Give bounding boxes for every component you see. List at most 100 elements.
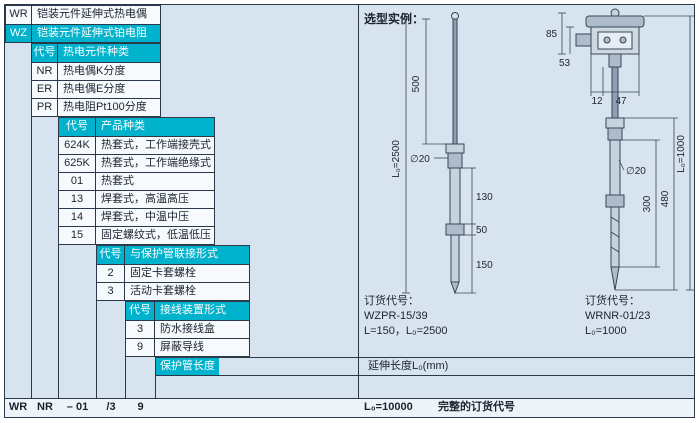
table-row: 9 屏蔽导线: [126, 338, 249, 356]
code-cell-wz: WZ: [6, 25, 32, 42]
dim-label-300: 300: [642, 195, 653, 212]
probe-drawing-left: [445, 12, 465, 295]
section-header-label: 热电元件种类: [58, 44, 160, 62]
dimension-lines-right: [558, 12, 694, 291]
connector-line: [96, 301, 97, 417]
table-row-highlighted: WZ 铠装元件延伸式铂电阻: [6, 24, 160, 42]
desc-cell: 屏蔽导线: [160, 341, 204, 353]
dim-label-130: 130: [476, 192, 493, 203]
code-cell-wr: WR: [6, 6, 32, 24]
dim-label-l0-2500: L₀=2500: [391, 140, 402, 178]
assembled-length: L₀=10000: [364, 401, 413, 413]
section-header-label: 接线装置形式: [155, 302, 249, 320]
section-header-code: 代号: [97, 246, 125, 264]
connector-line: [58, 245, 59, 417]
assembled-seg-sensor: NR: [37, 401, 53, 413]
family-section: WR 铠装元件延伸式热电偶 WZ 铠装元件延伸式铂电阻: [5, 5, 161, 43]
code-cell: 01: [59, 173, 96, 190]
example-drawings: 500 L₀=2500 ∅20 130 50 150: [391, 8, 694, 295]
dim-label-150: 150: [476, 260, 493, 271]
order-detail: L₀=1000: [585, 325, 627, 337]
dim-label-85: 85: [546, 29, 558, 40]
table-row: 15 固定螺纹式，低温低压: [59, 226, 214, 244]
desc-cell: 焊套式，高温高压: [101, 193, 189, 205]
desc-cell: 热套式，工作端接壳式: [101, 139, 211, 151]
sensor-type-section: 代号 热电元件种类 NR 热电偶K分度 ER 热电偶E分度 PR 热电阻Pt10…: [31, 43, 161, 117]
dim-label-l0-1000: L₀=1000: [676, 135, 687, 173]
probe-drawing-right: [575, 8, 645, 291]
table-row: 13 焊套式，高温高压: [59, 190, 214, 208]
dim-label-480: 480: [660, 190, 671, 207]
order-caption: 订货代号：: [364, 295, 419, 307]
desc-cell: 热电偶E分度: [63, 83, 126, 95]
desc-cell: 热电偶K分度: [63, 65, 126, 77]
code-cell: 13: [59, 191, 96, 208]
terminal-type-section: 代号 接线装置形式 3 防水接线盒 9 屏蔽导线: [125, 301, 250, 357]
table-row: NR 热电偶K分度: [32, 62, 160, 80]
desc-cell: 热套式，工作端绝缘式: [101, 157, 211, 169]
code-cell: 624K: [59, 137, 96, 154]
dim-label-500: 500: [411, 75, 422, 92]
table-row: 3 活动卡套螺栓: [97, 282, 249, 300]
table-row: WR 铠装元件延伸式热电偶: [6, 6, 160, 24]
product-type-section: 代号 产品种类 624K 热套式，工作端接壳式 625K 热套式，工作端绝缘式 …: [58, 117, 215, 245]
code-cell: 9: [126, 339, 155, 356]
order-code-right: 订货代号： WRNR-01/23 L₀=1000: [585, 294, 650, 339]
table-row: 624K 热套式，工作端接壳式: [59, 136, 214, 154]
table-row: 3 防水接线盒: [126, 320, 249, 338]
order-detail: L=150，L₀=2500: [364, 325, 448, 337]
code-cell: 625K: [59, 155, 96, 172]
section-header-code: 代号: [32, 44, 58, 62]
panel-divider: [358, 4, 359, 417]
order-code: WRNR-01/23: [585, 310, 651, 322]
code-cell: 3: [126, 321, 155, 338]
section-header-row: 代号 与保护管联接形式: [97, 246, 249, 264]
table-row: 01 热套式: [59, 172, 214, 190]
code-cell: 2: [97, 265, 125, 282]
table-row: 14 焊套式，中温中压: [59, 208, 214, 226]
desc-cell: 固定卡套螺栓: [130, 267, 196, 279]
connector-line: [155, 376, 156, 417]
section-header-row: 代号 产品种类: [59, 118, 214, 136]
assembled-code-band: [5, 398, 694, 417]
table-row: ER 热电偶E分度: [32, 80, 160, 98]
order-code: WZPR-15/39: [364, 310, 428, 322]
dimension-lines-left: [402, 18, 476, 294]
table-row: 625K 热套式，工作端绝缘式: [59, 154, 214, 172]
desc-cell-wr: 铠装元件延伸式热电偶: [37, 8, 147, 20]
dim-label-dia20-right: ∅20: [626, 166, 646, 177]
extension-length-label: 延伸长度L₀(mm): [368, 360, 449, 372]
desc-cell: 热套式: [101, 175, 134, 187]
desc-cell: 固定螺纹式，低温低压: [101, 229, 211, 241]
connector-line: [125, 357, 126, 417]
dim-label-50: 50: [476, 225, 488, 236]
code-cell: ER: [32, 81, 58, 98]
desc-cell: 活动卡套螺栓: [130, 285, 196, 297]
order-code-left: 订货代号： WZPR-15/39 L=150，L₀=2500: [364, 294, 447, 339]
tube-length-row: 保护管长度 延伸长度L₀(mm): [155, 357, 695, 376]
section-header-label: 与保护管联接形式: [125, 246, 249, 264]
desc-cell: 热电阻Pt100分度: [63, 101, 147, 113]
section-header-code: 代号: [59, 118, 96, 136]
code-cell: 3: [97, 283, 125, 300]
dim-label-53: 53: [559, 58, 571, 69]
desc-cell: 焊套式，中温中压: [101, 211, 189, 223]
order-caption: 订货代号：: [585, 295, 640, 307]
code-cell: 15: [59, 227, 96, 244]
table-row: 2 固定卡套螺栓: [97, 264, 249, 282]
dim-label-12: 12: [591, 96, 603, 107]
section-header-row: 代号 接线装置形式: [126, 302, 249, 320]
section-header-label: 产品种类: [96, 118, 214, 136]
code-cell: PR: [32, 99, 58, 116]
assembled-note: 完整的订货代号: [438, 401, 515, 413]
assembled-seg-terminal: 9: [137, 401, 144, 413]
connection-type-section: 代号 与保护管联接形式 2 固定卡套螺栓 3 活动卡套螺栓: [96, 245, 250, 301]
code-cell: 14: [59, 209, 96, 226]
example-heading: 选型实例：: [364, 12, 425, 26]
code-cell: NR: [32, 63, 58, 80]
table-row: PR 热电阻Pt100分度: [32, 98, 160, 116]
desc-cell: 防水接线盒: [160, 323, 215, 335]
dim-label-47: 47: [615, 96, 627, 107]
section-header-row: 代号 热电元件种类: [32, 44, 160, 62]
